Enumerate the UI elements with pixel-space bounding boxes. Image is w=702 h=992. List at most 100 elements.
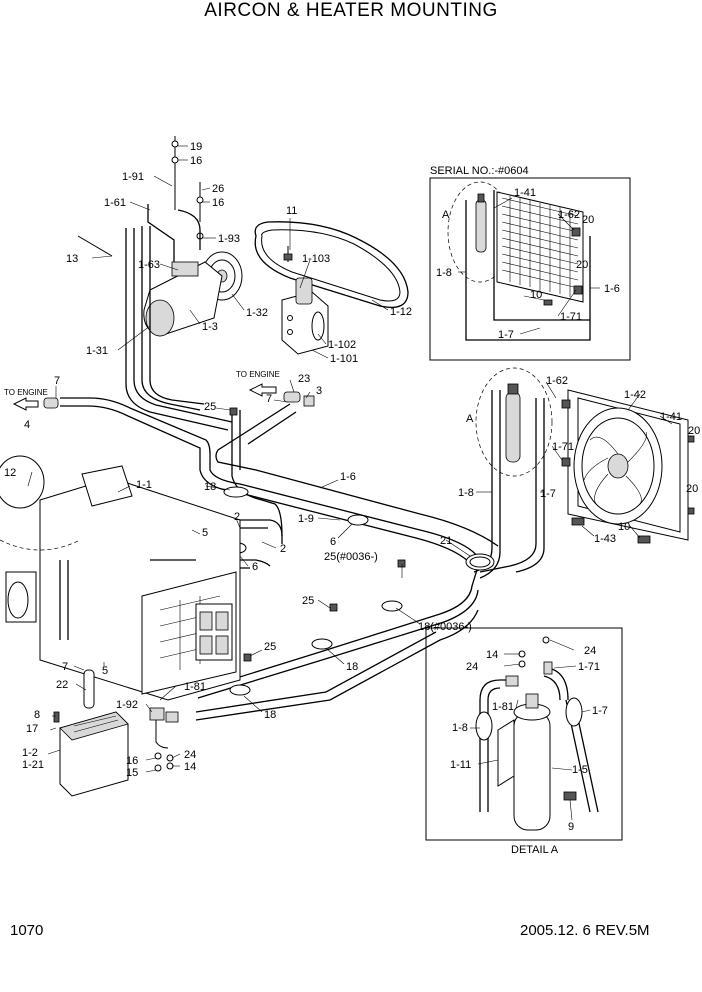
- serial-inset: [429, 177, 631, 361]
- condenser-small: [496, 191, 584, 303]
- arrow-icon: [12, 383, 277, 411]
- part-label: 16: [190, 155, 202, 167]
- part-label: 1-81: [492, 701, 514, 713]
- part-label: 16: [126, 755, 138, 767]
- part-label: 21: [440, 535, 452, 547]
- belt: [254, 221, 409, 309]
- part-label: 24: [184, 749, 196, 761]
- part-label: 18: [264, 709, 276, 721]
- part-label: 1-7: [540, 488, 556, 500]
- part-label: 4: [24, 419, 30, 431]
- part-label: 16: [212, 197, 224, 209]
- part-label: 2: [234, 511, 240, 523]
- part-label: 10: [530, 289, 542, 301]
- detail-a-marker-lower: A: [466, 413, 474, 425]
- part-label: 1-6: [340, 471, 356, 483]
- part-label: 13: [66, 253, 78, 265]
- part-label: 5: [102, 665, 108, 677]
- part-label: 14: [184, 761, 196, 773]
- to-engine-left-label: TO ENGINE: [4, 388, 48, 397]
- page-title: AIRCON & HEATER MOUNTING: [204, 0, 498, 21]
- leader-lines: [27, 145, 673, 821]
- part-label: 25(#0036-): [324, 551, 378, 563]
- condenser-fan: [561, 389, 695, 544]
- part-label: 1-11: [450, 759, 471, 771]
- part-label: 20: [688, 425, 700, 437]
- hoses: [43, 226, 545, 721]
- part-label: 1-71: [578, 661, 600, 673]
- part-label: 1-2: [22, 747, 38, 759]
- part-label: 7: [54, 375, 60, 387]
- part-label: 11: [286, 205, 297, 217]
- part-label: 10: [618, 521, 630, 533]
- part-label: 1-93: [218, 233, 240, 245]
- part-label: 9: [568, 821, 574, 833]
- part-label: 26: [212, 183, 224, 195]
- part-label: 1-61: [104, 197, 126, 209]
- part-label: 1-7: [498, 329, 514, 341]
- part-label: 19: [190, 141, 202, 153]
- callout-labels: SERIAL NO.:-#0604 DETAIL A TO ENGINE TO …: [4, 165, 559, 856]
- part-label: 1-8: [452, 722, 468, 734]
- part-label: 18: [204, 481, 216, 493]
- part-label: 23: [298, 373, 310, 385]
- part-label: 1-102: [328, 339, 356, 351]
- to-engine-center-label: TO ENGINE: [236, 370, 280, 379]
- part-label: 1-3: [202, 321, 218, 333]
- part-label: 1-9: [298, 513, 314, 525]
- heater-unit: [0, 455, 241, 701]
- part-label: 3: [316, 385, 322, 397]
- lower-joint: [149, 707, 179, 772]
- revision-date: 2005.12. 6 REV.5M: [520, 922, 650, 939]
- part-label: 1-91: [122, 171, 144, 183]
- detail-a-caption: DETAIL A: [511, 844, 559, 856]
- part-label: 24: [466, 661, 478, 673]
- part-label: 1-42: [624, 389, 646, 401]
- compressor: [77, 136, 243, 337]
- part-label: 1-71: [560, 311, 582, 323]
- part-label: 7: [62, 661, 68, 673]
- part-label: 24: [584, 645, 596, 657]
- part-label: 6: [330, 536, 336, 548]
- part-number-labels: 19 16 1-91 26 16 1-61 1-93 11 13 1-63 1-…: [4, 141, 700, 833]
- part-label: 1-8: [436, 267, 452, 279]
- part-label: 1-41: [514, 187, 536, 199]
- part-label: 1-8: [458, 487, 474, 499]
- detail-a-marker-upper: A: [442, 209, 450, 221]
- part-label: 18: [346, 661, 358, 673]
- part-label: 18(#0036-): [418, 621, 472, 633]
- part-label: 1-92: [116, 699, 138, 711]
- serial-number-label: SERIAL NO.:-#0604: [430, 165, 529, 177]
- part-label: 2: [280, 543, 286, 555]
- part-label: 1-81: [184, 681, 206, 693]
- receiver-upper: [475, 367, 553, 477]
- part-label: 25: [204, 401, 216, 413]
- part-label: 1-6: [604, 283, 620, 295]
- part-label: 1-103: [302, 253, 330, 265]
- page-number: 1070: [10, 922, 44, 939]
- part-label: 12: [4, 467, 16, 479]
- part-label: 7: [266, 393, 272, 405]
- control-box: [53, 669, 129, 797]
- part-label: 14: [486, 649, 498, 661]
- part-label: 6: [252, 561, 258, 573]
- part-label: 1-62: [546, 375, 568, 387]
- part-label: 25: [264, 641, 276, 653]
- detail-a-inset: [425, 627, 623, 841]
- part-label: 25: [302, 595, 314, 607]
- part-label: 1-43: [594, 533, 616, 545]
- part-label: 1-1: [136, 479, 152, 491]
- relay-bracket: [281, 246, 329, 355]
- part-label: 20: [686, 483, 698, 495]
- part-label: 1-101: [330, 353, 358, 365]
- part-label: 22: [56, 679, 68, 691]
- part-label: 5: [202, 527, 208, 539]
- part-label: 1-62: [558, 209, 580, 221]
- part-label: 1-32: [246, 307, 268, 319]
- part-label: 8: [34, 709, 40, 721]
- part-label: 1-7: [592, 705, 608, 717]
- part-label: 1-21: [22, 759, 44, 771]
- part-label: 20: [576, 259, 588, 271]
- part-label: 1-12: [390, 306, 412, 318]
